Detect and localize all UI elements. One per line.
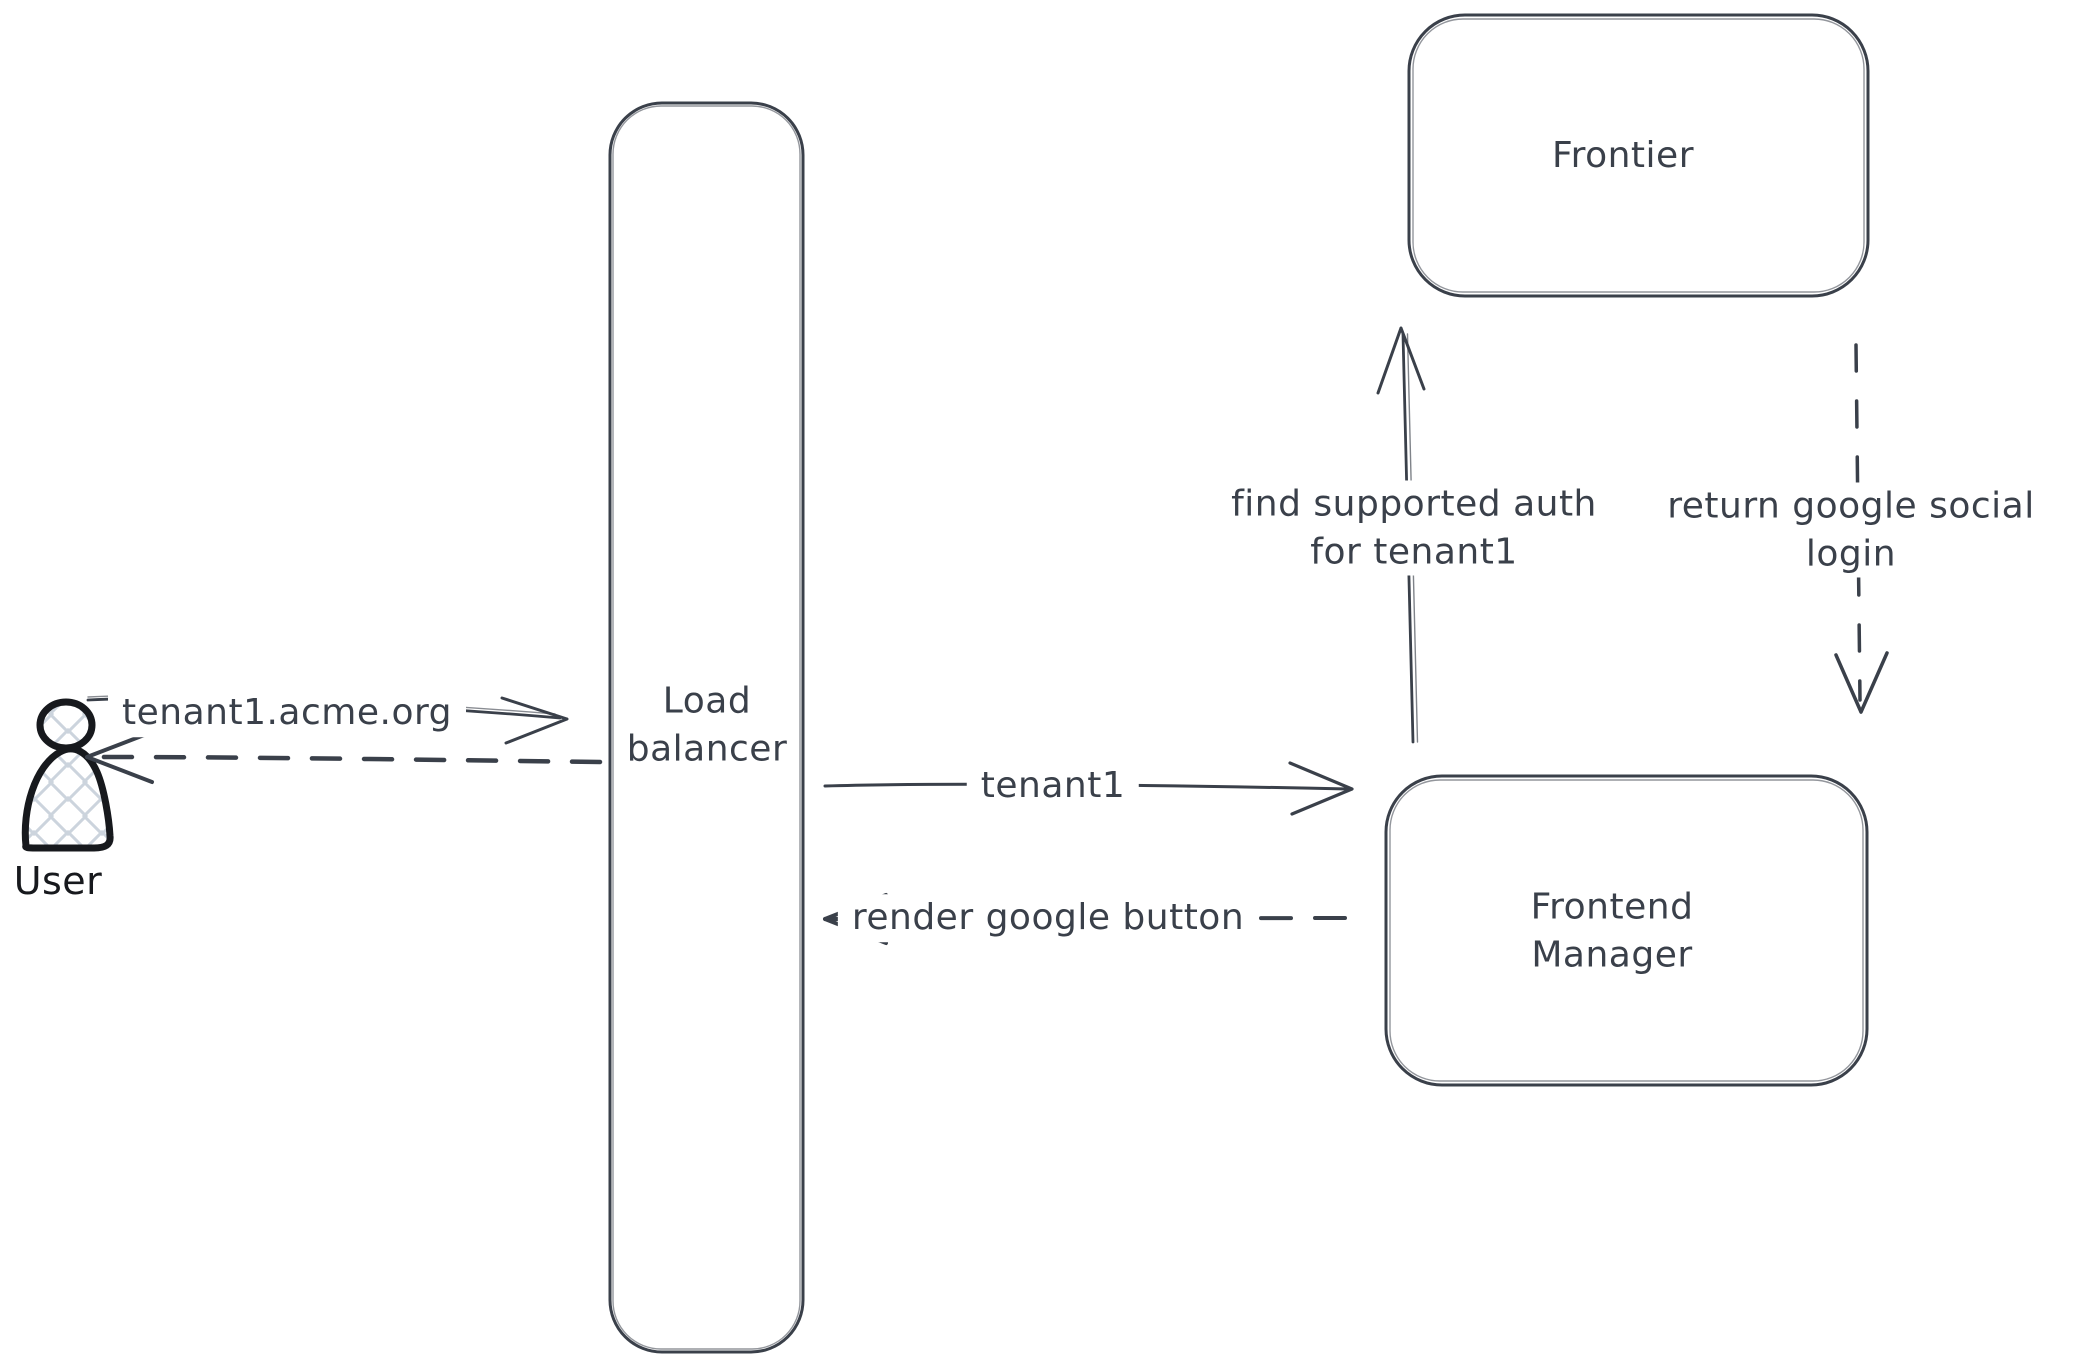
edge-label-tenant1-acme-org: tenant1.acme.org <box>108 689 466 737</box>
load-balancer-label-line2: balancer <box>626 728 788 769</box>
edge-label-return-google-social-login: return google social login <box>1653 482 2049 578</box>
load-balancer-label: Load balancer <box>627 677 788 772</box>
user-label: User <box>13 858 103 903</box>
frontend-manager-label-line1: Frontend <box>1530 886 1694 928</box>
edge-label-find-supported-auth: find supported auth for tenant1 <box>1217 480 1611 576</box>
frontend-manager-label: Frontend Manager <box>1531 883 1694 978</box>
edge-label-find-supported-auth-line1: find supported auth <box>1231 483 1597 525</box>
frontend-manager-label-line2: Manager <box>1531 934 1693 975</box>
edge-label-return-google-social-login-line1: return google social <box>1667 485 2035 527</box>
edge-label-render-google-button: render google button <box>837 894 1259 942</box>
edge-label-tenant1: tenant1 <box>966 762 1140 810</box>
edge-label-find-supported-auth-line2: for tenant1 <box>1310 531 1518 572</box>
edge-label-return-google-social-login-line2: login <box>1805 533 1897 574</box>
frontier-node <box>1407 13 1870 298</box>
frontend-manager-node <box>1384 774 1869 1087</box>
frontier-label: Frontier <box>1551 135 1695 177</box>
load-balancer-node <box>608 101 805 1354</box>
user-icon <box>21 698 114 852</box>
edge-load-balancer-to-user <box>85 730 603 784</box>
load-balancer-label-line1: Load <box>662 680 752 722</box>
